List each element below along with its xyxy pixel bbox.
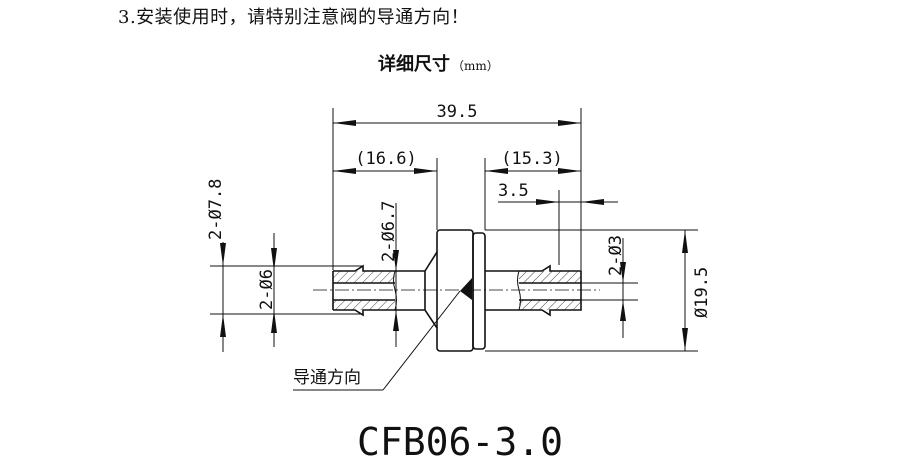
dim-text-right-length: (15.3) <box>501 149 562 169</box>
section-title-text: 详细尺寸 <box>378 54 450 75</box>
dim-left-barb-diameter: 2-Ø7.8 <box>206 179 362 352</box>
dim-overall-length: 39.5 <box>332 102 582 270</box>
dim-arrow-icon <box>271 248 277 333</box>
dim-arrow-icon <box>220 243 226 337</box>
dim-text-neck-diameter: 2-Ø6.7 <box>379 201 399 262</box>
dim-right-length: (15.3) <box>484 149 581 230</box>
dim-text-bore-diameter: 2-Ø3 <box>606 235 626 276</box>
dim-bore-diameter: 2-Ø3 <box>581 235 638 338</box>
installation-note: 3.安装使用时，请特别注意阀的导通方向！ <box>118 7 470 28</box>
valve-part <box>313 229 600 352</box>
dim-arrow-icon <box>333 168 437 174</box>
dim-text-left-tube-diameter: 2-Ø6 <box>257 269 277 310</box>
dim-neck-diameter: 2-Ø6.7 <box>379 201 399 347</box>
dim-left-tube-diameter: 2-Ø6 <box>257 233 277 347</box>
flow-direction-callout: 导通方向 <box>293 290 461 391</box>
dim-text-barb-length: 3.5 <box>498 181 529 201</box>
dim-text-body-diameter: Ø19.5 <box>692 267 712 318</box>
dim-arrow-icon <box>393 250 399 331</box>
left-tube-outline <box>332 251 438 329</box>
dim-barb-length: 3.5 <box>498 181 618 265</box>
dim-body-diameter: Ø19.5 <box>485 229 712 352</box>
right-wall-top-hatch <box>519 271 581 283</box>
dim-text-overall: 39.5 <box>437 102 478 122</box>
flow-direction-label: 导通方向 <box>293 368 361 388</box>
model-number: CFB06-3.0 <box>357 420 563 464</box>
dim-left-length: (16.6) <box>333 149 438 230</box>
flow-arrow-icon <box>460 278 472 300</box>
dim-text-left-length: (16.6) <box>355 149 416 169</box>
left-wall-top-hatch <box>333 271 395 283</box>
dim-arrow-icon <box>485 168 581 174</box>
valve-cap <box>472 232 486 350</box>
dim-text-left-barb-diameter: 2-Ø7.8 <box>206 179 226 240</box>
right-wall-bottom-hatch <box>519 300 581 310</box>
dim-arrow-icon <box>620 262 626 321</box>
left-wall-bottom-hatch <box>333 300 395 310</box>
section-unit: （mm） <box>452 59 499 73</box>
dim-arrow-icon <box>536 199 604 205</box>
section-title: 详细尺寸（mm） <box>378 50 499 76</box>
right-tube-outline <box>485 264 582 317</box>
